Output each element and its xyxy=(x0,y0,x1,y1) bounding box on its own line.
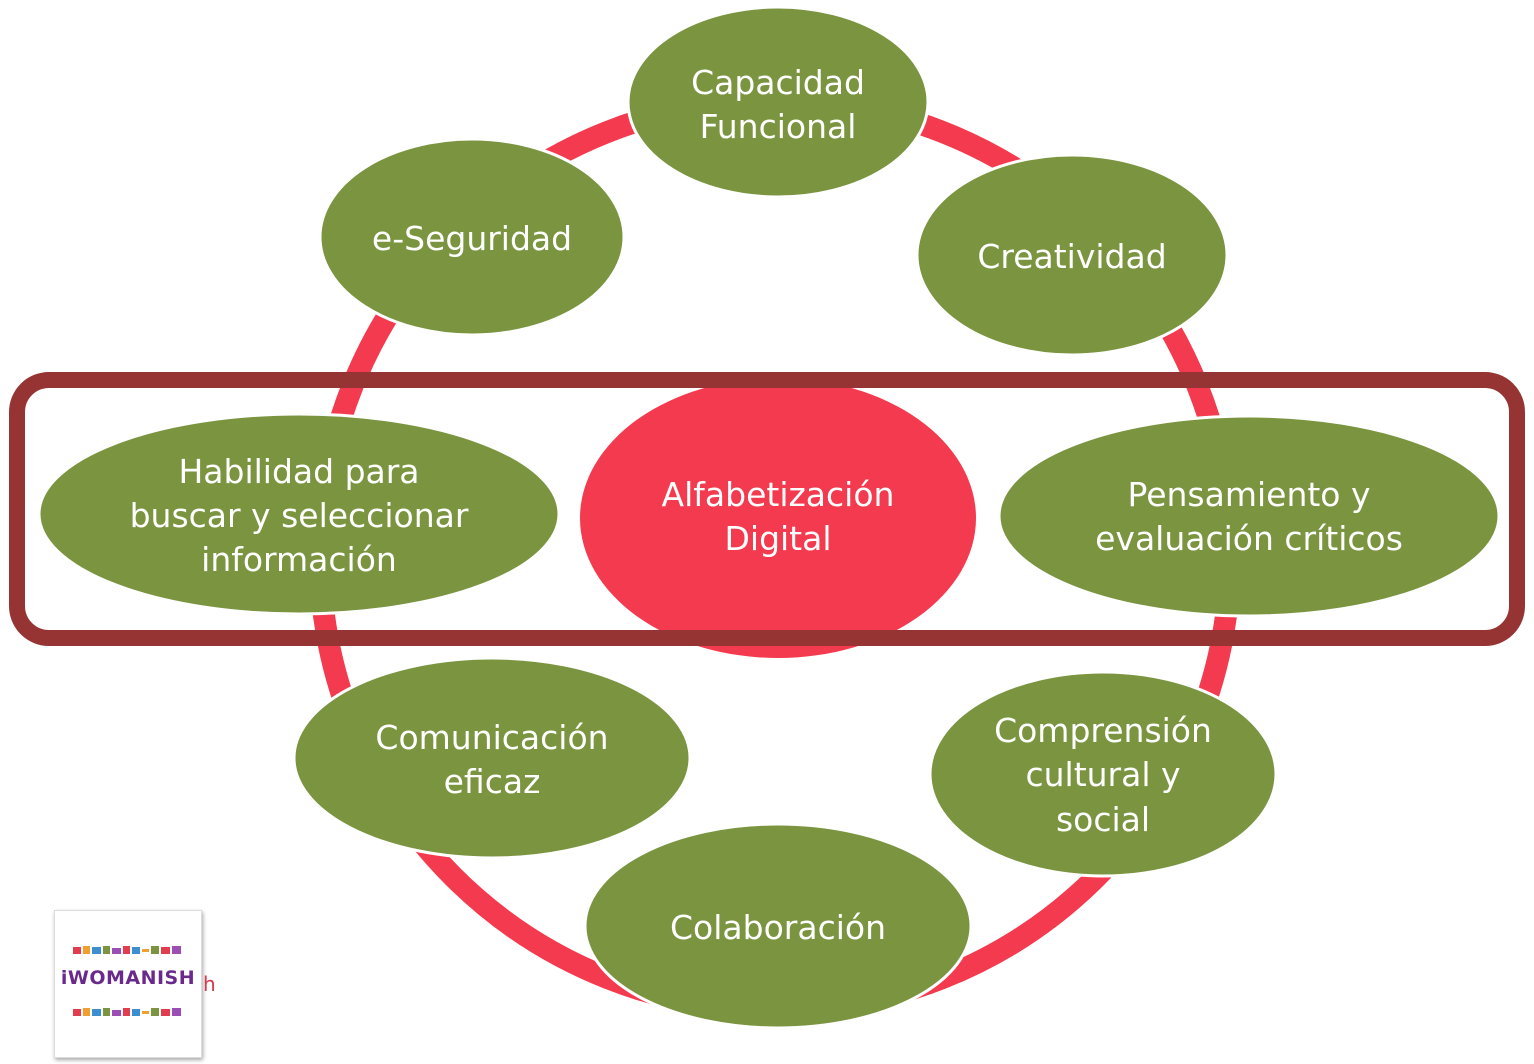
habilidad-label-line1: Habilidad para xyxy=(178,452,419,491)
capacidad-label-line2: Funcional xyxy=(700,107,857,146)
iwomanish-logo: iWOMANISH xyxy=(54,910,202,1058)
logo-suffix-text: h xyxy=(203,972,216,996)
comprension-label-line1: Comprensión xyxy=(994,711,1212,750)
habilidad-label-line2: buscar y seleccionar xyxy=(130,496,469,535)
colaboracion-label: Colaboración xyxy=(670,908,886,947)
pensamiento-label-line1: Pensamiento y xyxy=(1127,475,1370,514)
e-seguridad-label: e-Seguridad xyxy=(372,219,572,258)
node-capacidad-funcional xyxy=(626,5,930,199)
capacidad-label-line1: Capacidad xyxy=(691,63,865,102)
node-colaboracion xyxy=(583,822,973,1030)
node-creatividad xyxy=(915,153,1229,357)
node-e-seguridad xyxy=(318,137,626,337)
highlight-frame xyxy=(9,372,1525,646)
logo-decoration-top xyxy=(73,946,181,954)
comunicacion-label-line1: Comunicación xyxy=(375,718,608,757)
pensamiento-label-line2: evaluación críticos xyxy=(1095,519,1403,558)
comunicacion-label-line2: eficaz xyxy=(444,762,541,801)
logo-wordmark: iWOMANISH xyxy=(60,967,196,989)
node-comprension xyxy=(928,670,1278,878)
habilidad-label-line3: información xyxy=(201,540,397,579)
node-comunicacion xyxy=(292,656,692,860)
logo-decoration-bottom xyxy=(73,1008,181,1016)
node-pensamiento xyxy=(997,414,1501,618)
comprension-label-line2: cultural y xyxy=(1025,755,1180,794)
node-habilidad xyxy=(37,412,561,616)
center-ellipse xyxy=(580,378,976,658)
comprension-label-line3: social xyxy=(1056,800,1150,839)
creatividad-label: Creatividad xyxy=(977,237,1166,276)
center-label-line1: Alfabetización xyxy=(662,475,895,514)
center-label-line2: Digital xyxy=(724,519,831,558)
